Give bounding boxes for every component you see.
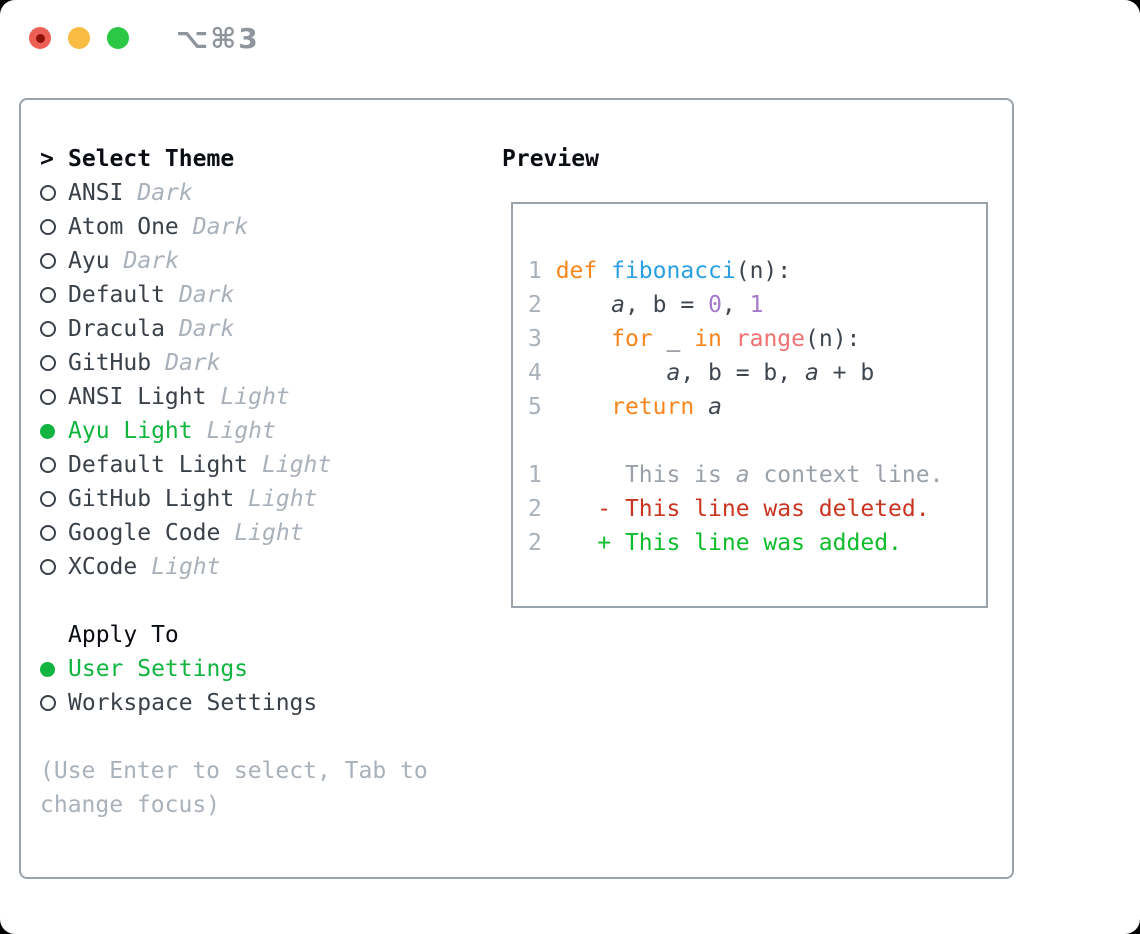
- theme-name: Atom One: [68, 214, 179, 240]
- theme-name: Google Code: [68, 520, 221, 546]
- radio-icon: [40, 355, 68, 371]
- blank-line: [528, 424, 986, 458]
- diff-deleted-line: 2 - This line was deleted.: [528, 496, 930, 522]
- theme-option-ansi[interactable]: ANSI Dark: [40, 176, 428, 210]
- spacer: [40, 720, 428, 754]
- theme-variant: Dark: [178, 282, 235, 308]
- theme-name: GitHub: [68, 350, 152, 376]
- keyboard-hint: (Use Enter to select, Tab to: [40, 758, 428, 784]
- keyboard-hint: change focus): [40, 792, 221, 818]
- code-line-3: 3 for _ in range(n):: [528, 326, 861, 352]
- theme-option-default-light[interactable]: Default Light Light: [40, 448, 428, 482]
- theme-picker-header: > Select Theme: [40, 142, 428, 176]
- theme-name: Default: [68, 282, 165, 308]
- code-line-4: 4 a, b = b, a + b: [528, 360, 875, 386]
- theme-name: ANSI: [68, 180, 124, 206]
- theme-option-atom-one[interactable]: Atom One Dark: [40, 210, 428, 244]
- theme-name: Ayu Light: [68, 418, 193, 444]
- radio-icon: [40, 457, 68, 473]
- theme-variant: Dark: [192, 214, 249, 240]
- preview-box: 1 def fibonacci(n): 2 a, b = 0, 1 3 for _ …: [511, 202, 988, 608]
- code-line-5: 5 return a: [528, 394, 722, 420]
- theme-picker-header-label: Select Theme: [68, 146, 235, 172]
- radio-icon: [40, 559, 68, 575]
- preview-title: Preview: [502, 146, 599, 172]
- apply-to-header: Apply To: [40, 618, 428, 652]
- theme-name: Ayu: [68, 248, 110, 274]
- apply-option-label: Workspace Settings: [68, 690, 318, 716]
- selected-radio-icon: [40, 423, 68, 439]
- radio-icon: [40, 253, 68, 269]
- zoom-button[interactable]: [107, 27, 129, 49]
- titlebar: ⌥⌘3: [29, 22, 260, 55]
- theme-option-ayu-light[interactable]: Ayu Light Light: [40, 414, 428, 448]
- theme-variant: Light: [151, 554, 221, 580]
- theme-option-default[interactable]: Default Dark: [40, 278, 428, 312]
- theme-name: GitHub Light: [68, 486, 235, 512]
- theme-name: Dracula: [68, 316, 165, 342]
- theme-name: XCode: [68, 554, 138, 580]
- radio-icon: [40, 185, 68, 201]
- prompt-caret-icon: >: [40, 146, 54, 172]
- theme-name: ANSI Light: [68, 384, 207, 410]
- radio-icon: [40, 287, 68, 303]
- window-title: ⌥⌘3: [176, 21, 260, 55]
- theme-variant: Light: [220, 384, 290, 410]
- apply-to-label: Apply To: [68, 622, 179, 648]
- radio-icon: [40, 219, 68, 235]
- code-line-2: 2 a, b = 0, 1: [528, 292, 764, 318]
- theme-name: Default Light: [68, 452, 249, 478]
- diff-context-line: 1 This is a context line.: [528, 462, 944, 488]
- radio-icon: [40, 491, 68, 507]
- diff-added-line: 2 + This line was added.: [528, 530, 902, 556]
- radio-icon: [40, 321, 68, 337]
- minimize-button[interactable]: [68, 27, 90, 49]
- apply-option-workspace-settings[interactable]: Workspace Settings: [40, 686, 428, 720]
- theme-variant: Dark: [178, 316, 235, 342]
- spacer: [40, 584, 428, 618]
- theme-option-ayu[interactable]: Ayu Dark: [40, 244, 428, 278]
- theme-option-github[interactable]: GitHub Dark: [40, 346, 428, 380]
- theme-variant: Dark: [165, 350, 221, 376]
- theme-option-google-code[interactable]: Google Code Light: [40, 516, 428, 550]
- close-button[interactable]: [29, 27, 51, 49]
- code-line-1: 1 def fibonacci(n):: [528, 258, 792, 284]
- radio-icon: [40, 389, 68, 405]
- theme-variant: Dark: [123, 248, 179, 274]
- theme-variant: Light: [262, 452, 332, 478]
- theme-option-github-light[interactable]: GitHub Light Light: [40, 482, 428, 516]
- apply-option-user-settings[interactable]: User Settings: [40, 652, 428, 686]
- theme-variant: Light: [234, 520, 304, 546]
- theme-option-xcode[interactable]: XCode Light: [40, 550, 428, 584]
- theme-variant: Dark: [137, 180, 193, 206]
- theme-variant: Light: [206, 418, 276, 444]
- selected-radio-icon: [40, 661, 68, 677]
- theme-option-dracula[interactable]: Dracula Dark: [40, 312, 428, 346]
- close-dot-icon: [35, 33, 45, 43]
- radio-icon: [40, 695, 68, 711]
- theme-variant: Light: [248, 486, 318, 512]
- radio-icon: [40, 525, 68, 541]
- apply-option-label: User Settings: [68, 656, 249, 682]
- theme-option-ansi-light[interactable]: ANSI Light Light: [40, 380, 428, 414]
